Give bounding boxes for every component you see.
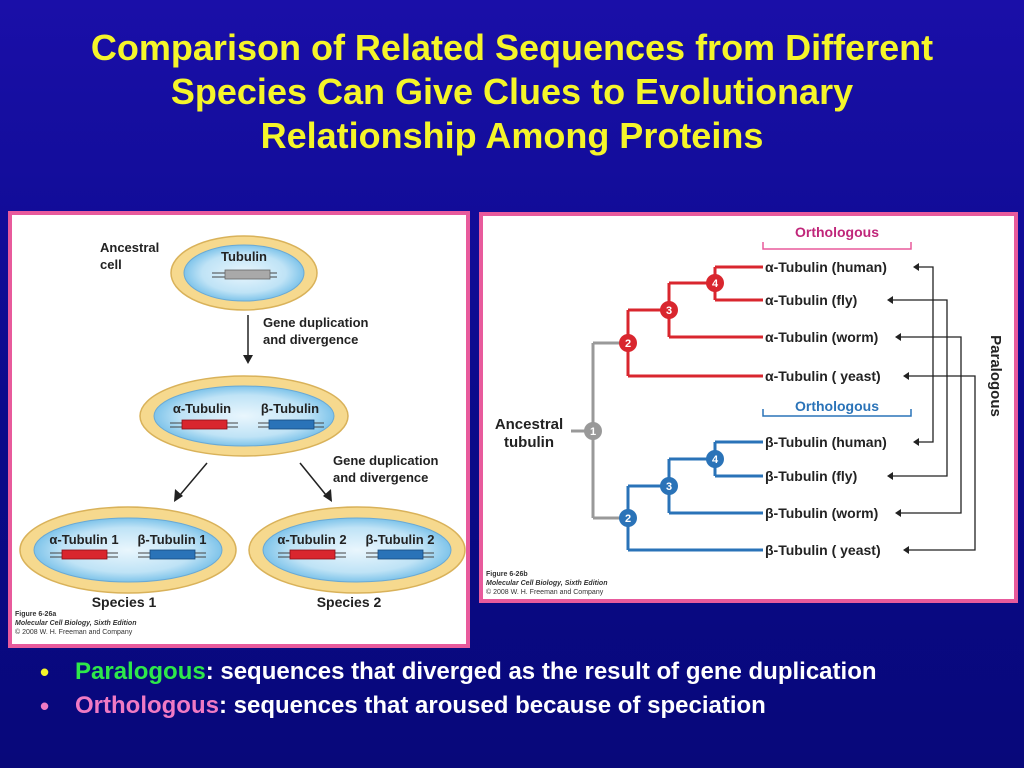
- svg-text:4: 4: [712, 278, 719, 290]
- arrow-left: [179, 462, 208, 496]
- definition-paralogous: : sequences that diverged as the result …: [205, 658, 877, 685]
- paralogous-label: Paralogous: [987, 335, 1004, 417]
- svg-text:1: 1: [590, 426, 596, 438]
- ancestral-cell-label-2: cell: [100, 257, 122, 272]
- tubulin-gene: [224, 269, 271, 280]
- arrow-1-head: [243, 355, 253, 364]
- duplicated-cell-nucleus: [153, 385, 335, 447]
- term-orthologous: Orthologous: [75, 692, 219, 719]
- node-1: 1: [584, 422, 602, 440]
- title-line-2: Species Can Give Clues to Evolutionary: [170, 71, 854, 112]
- bullet-dot: •: [40, 691, 50, 721]
- node-beta-3: 3: [660, 477, 678, 495]
- paralogous-arrowheads: [887, 263, 919, 554]
- svg-text:2: 2: [625, 513, 631, 525]
- title-line-1: Comparison of Related Sequences from Dif…: [90, 27, 934, 68]
- svg-text:4: 4: [712, 454, 719, 466]
- alpha-2-gene: [289, 549, 336, 560]
- beta-tubulin-label: β-Tubulin: [261, 401, 319, 416]
- figure-a-book: Molecular Cell Biology, Sixth Edition: [15, 620, 136, 627]
- species-1-dna: [50, 549, 206, 560]
- figure-b-caption: Figure 6-26b: [486, 571, 528, 578]
- tubulin-gene-label: Tubulin: [221, 249, 267, 264]
- orthologous-bottom-bracket: [762, 409, 912, 417]
- svg-text:3: 3: [666, 305, 672, 317]
- figure-phylogenetic-tree: Orthologous Orthologous Ancestral tubuli…: [479, 212, 1018, 603]
- beta-subtree: [621, 440, 763, 552]
- middle-dna: [170, 419, 324, 430]
- leaf-alpha-human: α-Tubulin (human): [765, 259, 887, 275]
- gene-duplication-label-1b: and divergence: [263, 332, 358, 347]
- gene-duplication-label-1: Gene duplication: [263, 315, 369, 330]
- node-alpha-4: 4: [706, 274, 724, 292]
- alpha-tubulin-2-label: α-Tubulin 2: [277, 532, 346, 547]
- leaf-beta-human: β-Tubulin (human): [765, 434, 887, 450]
- arrow-left-head: [174, 489, 183, 502]
- species-2-label: Species 2: [317, 594, 382, 610]
- svg-text:3: 3: [666, 481, 672, 493]
- gene-duplication-label-2: Gene duplication: [333, 453, 439, 468]
- node-alpha-2: 2: [619, 334, 637, 352]
- orthologous-bottom-label: Orthologous: [795, 398, 879, 414]
- species-1-label: Species 1: [92, 594, 157, 610]
- arrow-right-head: [323, 489, 332, 502]
- paralogous-connectors: [893, 266, 976, 551]
- figure-b-book: Molecular Cell Biology, Sixth Edition: [486, 580, 607, 587]
- node-beta-4: 4: [706, 450, 724, 468]
- alpha-tubulin-label: α-Tubulin: [173, 401, 231, 416]
- node-beta-2: 2: [619, 509, 637, 527]
- ancestral-tubulin-label-2: tubulin: [504, 434, 554, 451]
- leaf-beta-fly: β-Tubulin (fly): [765, 468, 857, 484]
- orthologous-top-label: Orthologous: [795, 224, 879, 240]
- definitions-list: • Paralogous: sequences that diverged as…: [40, 655, 1000, 723]
- beta-gene: [268, 419, 315, 430]
- leaf-alpha-yeast: α-Tubulin ( yeast): [765, 368, 881, 384]
- alpha-subtree: [621, 265, 763, 378]
- beta-2-gene: [377, 549, 424, 560]
- gene-duplication-label-2b: and divergence: [333, 470, 428, 485]
- bullet-paralogous: • Paralogous: sequences that diverged as…: [40, 655, 1000, 689]
- orthologous-top-bracket: [762, 242, 912, 250]
- definition-orthologous: : sequences that aroused because of spec…: [218, 692, 766, 719]
- alpha-tubulin-1-label: α-Tubulin 1: [49, 532, 118, 547]
- leaf-beta-yeast: β-Tubulin ( yeast): [765, 542, 881, 558]
- beta-tubulin-1-label: β-Tubulin 1: [137, 532, 206, 547]
- node-alpha-3: 3: [660, 301, 678, 319]
- ancestral-tubulin-label: Ancestral: [495, 416, 563, 433]
- svg-text:2: 2: [625, 338, 631, 350]
- term-paralogous: Paralogous: [75, 658, 206, 685]
- species-1-nucleus: [33, 517, 223, 583]
- alpha-gene: [181, 419, 228, 430]
- species-2-nucleus: [262, 517, 452, 583]
- figure-a-copyright: © 2008 W. H. Freeman and Company: [15, 628, 133, 636]
- leaf-alpha-fly: α-Tubulin (fly): [765, 292, 857, 308]
- figure-a-caption: Figure 6-26a: [15, 611, 56, 618]
- arrow-right: [299, 462, 327, 496]
- leaf-beta-worm: β-Tubulin (worm): [765, 505, 878, 521]
- ancestral-cell-label: Ancestral: [100, 240, 159, 255]
- bullet-dot: •: [40, 657, 50, 687]
- bullet-orthologous: • Orthologous: sequences that aroused be…: [40, 689, 1000, 723]
- figure-gene-duplication: Ancestral cell Tubulin Gene duplication …: [8, 211, 470, 648]
- title-line-3: Relationship Among Proteins: [260, 115, 764, 156]
- slide-title: Comparison of Related Sequences from Dif…: [20, 26, 1004, 158]
- beta-tubulin-2-label: β-Tubulin 2: [365, 532, 434, 547]
- species-2-dna: [278, 549, 434, 560]
- leaf-alpha-worm: α-Tubulin (worm): [765, 329, 878, 345]
- figure-b-copyright: © 2008 W. H. Freeman and Company: [486, 588, 604, 596]
- beta-1-gene: [149, 549, 196, 560]
- alpha-1-gene: [61, 549, 108, 560]
- ancestral-dna: [212, 269, 277, 280]
